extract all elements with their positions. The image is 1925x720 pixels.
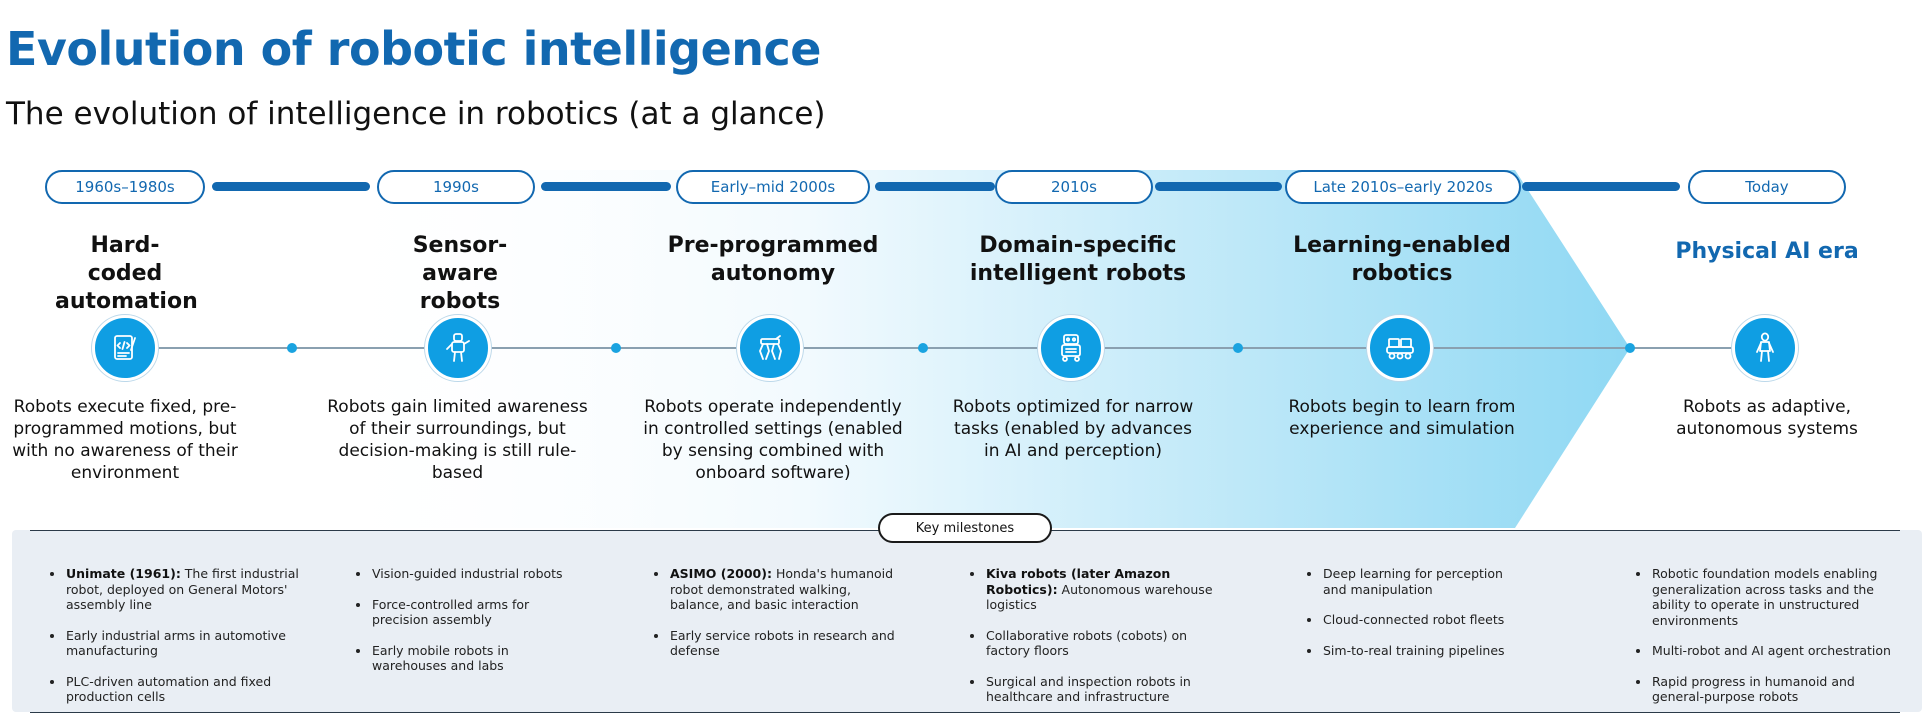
timeline-bar [541, 182, 671, 191]
humanoid-robot-icon [1732, 315, 1798, 381]
era-pill: 1990s [377, 170, 535, 204]
milestone-item: Unimate (1961): The first industrial rob… [48, 566, 318, 613]
milestone-item: Early mobile robots in warehouses and la… [354, 643, 584, 674]
milestone-item: Early service robots in research and def… [652, 628, 902, 659]
milestone-item: PLC-driven automation and fixed producti… [48, 674, 318, 705]
milestone-list: ASIMO (2000): Honda's humanoid robot dem… [652, 566, 902, 674]
milestone-item: Collaborative robots (cobots) on factory… [968, 628, 1218, 659]
stage-description: Robots as adaptive, autonomous systems [1676, 397, 1858, 439]
timeline-dot [918, 343, 928, 353]
milestones-panel [12, 530, 1922, 712]
milestone-list: Vision-guided industrial robots Force-co… [354, 566, 584, 689]
era-pill: 1960s–1980s [45, 170, 205, 204]
stage-title: Learning-enabled robotics [1293, 233, 1511, 286]
timeline-dot [1625, 343, 1635, 353]
stage-description: Robots gain limited awareness of their s… [327, 397, 588, 483]
milestone-item: Sim-to-real training pipelines [1305, 643, 1525, 659]
robot-figure-icon [425, 315, 491, 381]
milestone-item: ASIMO (2000): Honda's humanoid robot dem… [652, 566, 902, 613]
timeline-dot [287, 343, 297, 353]
stage-description: Robots begin to learn from experience an… [1288, 397, 1516, 439]
era-pill: 2010s [995, 170, 1153, 204]
milestone-item: Deep learning for perception and manipul… [1305, 566, 1525, 597]
warehouse-robot-icon [1367, 315, 1433, 381]
page-subtitle: The evolution of intelligence in robotic… [6, 96, 826, 132]
stage-description: Robots optimized for narrow tasks (enabl… [952, 397, 1194, 461]
milestone-item: Multi-robot and AI agent orchestration [1634, 643, 1894, 659]
stage-description: Robots operate independently in controll… [643, 397, 903, 483]
timeline-dot [1233, 343, 1243, 353]
milestone-list: Kiva robots (later Amazon Robotics): Aut… [968, 566, 1218, 720]
stage-title: Hard-coded automation [55, 233, 198, 314]
timeline-dot [611, 343, 621, 353]
stage-title: Physical AI era [1675, 239, 1859, 264]
timeline-bar [1155, 182, 1282, 191]
code-document-icon [92, 315, 158, 381]
milestone-item: Force-controlled arms for precision asse… [354, 597, 584, 628]
stage-title: Pre-programmed autonomy [667, 233, 879, 286]
milestone-list: Unimate (1961): The first industrial rob… [48, 566, 318, 720]
milestone-item: Robotic foundation models enabling gener… [1634, 566, 1894, 628]
milestone-item: Vision-guided industrial robots [354, 566, 584, 582]
page-title: Evolution of robotic intelligence [6, 22, 821, 76]
key-milestones-label: Key milestones [878, 513, 1052, 543]
stage-title: Sensor-aware robots [412, 233, 508, 314]
era-pill: Early–mid 2000s [676, 170, 870, 204]
timeline-bar [875, 182, 995, 191]
service-robot-icon [1038, 315, 1104, 381]
milestone-item: Early industrial arms in automotive manu… [48, 628, 318, 659]
milestone-item: Surgical and inspection robots in health… [968, 674, 1218, 705]
era-pill: Today [1688, 170, 1846, 204]
stage-title: Domain-specific intelligent robots [969, 233, 1187, 286]
stage-description: Robots execute fixed, pre-programmed mot… [12, 397, 238, 483]
milestone-list: Deep learning for perception and manipul… [1305, 566, 1525, 673]
era-pill: Late 2010s–early 2020s [1285, 170, 1521, 204]
timeline-bar [1522, 182, 1680, 191]
milestone-item: Rapid progress in humanoid and general-p… [1634, 674, 1894, 705]
milestone-item: Cloud-connected robot fleets [1305, 612, 1525, 628]
timeline-bar [212, 182, 370, 191]
divider [30, 712, 1900, 713]
timeline-line [125, 347, 1790, 349]
quadruped-robot-icon [737, 315, 803, 381]
milestone-item: Kiva robots (later Amazon Robotics): Aut… [968, 566, 1218, 613]
milestone-list: Robotic foundation models enabling gener… [1634, 566, 1894, 720]
